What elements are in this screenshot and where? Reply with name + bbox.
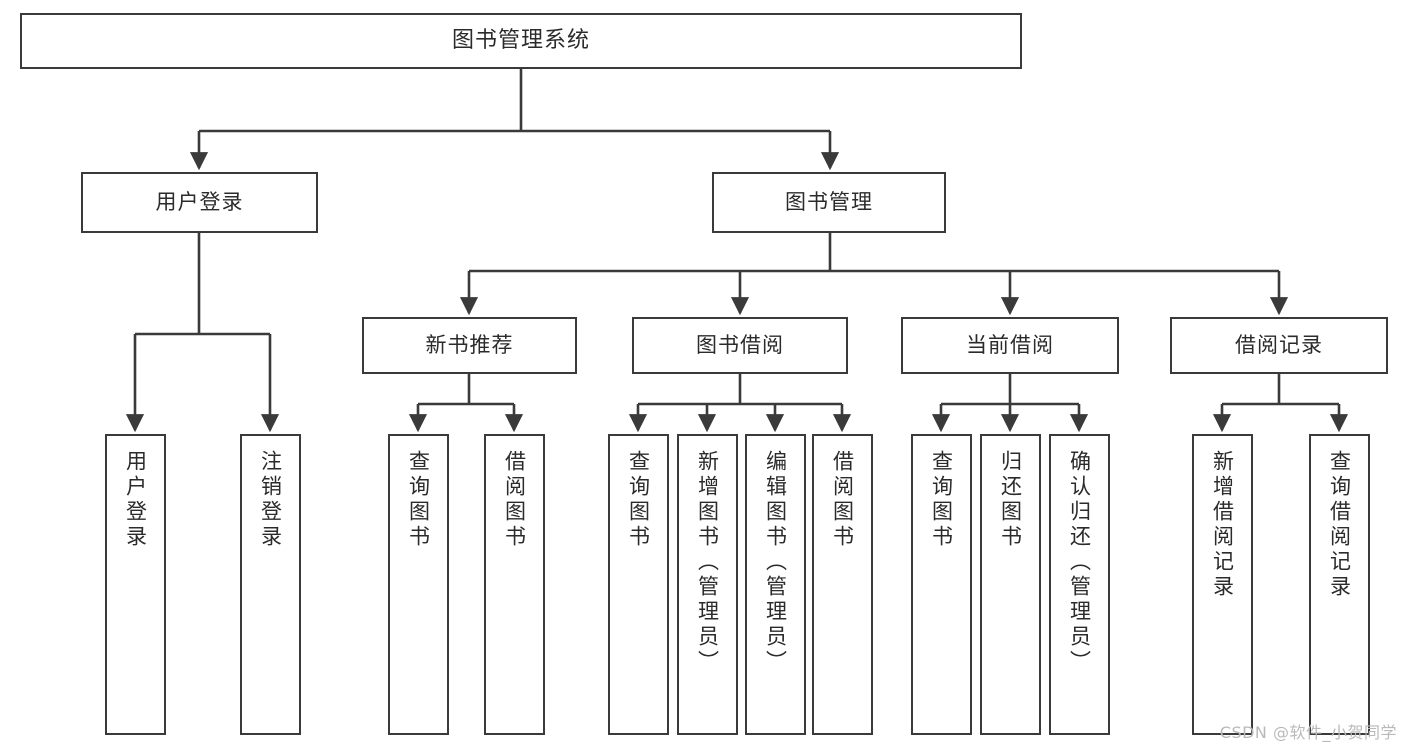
watermark-text: CSDN @软件_小贺同学 (1219, 723, 1397, 742)
node-label: 图书管理系统 (451, 27, 590, 53)
leaf-new-book-query-book[interactable]: 查询图书 (388, 434, 449, 735)
leaf-user-login-logout[interactable]: 注销登录 (240, 434, 301, 735)
node-label: 新增借阅记录 (1210, 450, 1235, 600)
node-label: 查询借阅记录 (1327, 450, 1352, 600)
leaf-book-borrow-edit-book-admin[interactable]: 编辑图书（管理员） (745, 434, 806, 735)
leaf-borrow-record-add-record[interactable]: 新增借阅记录 (1192, 434, 1253, 735)
leaf-book-borrow-add-book-admin[interactable]: 新增图书（管理员） (677, 434, 738, 735)
node-root-library-system[interactable]: 图书管理系统 (20, 13, 1022, 69)
leaf-borrow-record-query-record[interactable]: 查询借阅记录 (1309, 434, 1370, 735)
node-label: 注销登录 (258, 450, 283, 550)
leaf-book-borrow-borrow-book[interactable]: 借阅图书 (812, 434, 873, 735)
node-current-borrow[interactable]: 当前借阅 (901, 317, 1119, 374)
node-new-book-recommend[interactable]: 新书推荐 (362, 317, 577, 374)
leaf-new-book-borrow-book[interactable]: 借阅图书 (484, 434, 545, 735)
node-label: 确认归还（管理员） (1067, 450, 1092, 675)
node-label: 查询图书 (929, 450, 954, 550)
leaf-current-borrow-return-book[interactable]: 归还图书 (980, 434, 1041, 735)
node-borrow-record[interactable]: 借阅记录 (1170, 317, 1388, 374)
node-label: 借阅图书 (830, 450, 855, 550)
leaf-current-borrow-query-book[interactable]: 查询图书 (911, 434, 972, 735)
node-label: 归还图书 (998, 450, 1023, 550)
node-label: 查询图书 (626, 450, 651, 550)
leaf-user-login-login[interactable]: 用户登录 (105, 434, 166, 735)
node-label: 图书管理 (785, 189, 873, 214)
node-label: 图书借阅 (696, 332, 784, 357)
node-label: 新增图书（管理员） (695, 450, 720, 675)
node-label: 借阅记录 (1235, 332, 1323, 357)
node-label: 用户登录 (155, 189, 244, 214)
leaf-book-borrow-query-book[interactable]: 查询图书 (608, 434, 669, 735)
node-book-management[interactable]: 图书管理 (712, 172, 946, 233)
node-label: 编辑图书（管理员） (763, 450, 788, 675)
node-label: 查询图书 (406, 450, 431, 550)
node-book-borrow[interactable]: 图书借阅 (632, 317, 848, 374)
node-label: 新书推荐 (425, 332, 514, 357)
node-user-login[interactable]: 用户登录 (81, 172, 318, 233)
leaf-current-borrow-confirm-return-admin[interactable]: 确认归还（管理员） (1049, 434, 1110, 735)
node-label: 当前借阅 (966, 332, 1054, 357)
node-label: 借阅图书 (502, 450, 527, 550)
node-label: 用户登录 (123, 450, 148, 550)
